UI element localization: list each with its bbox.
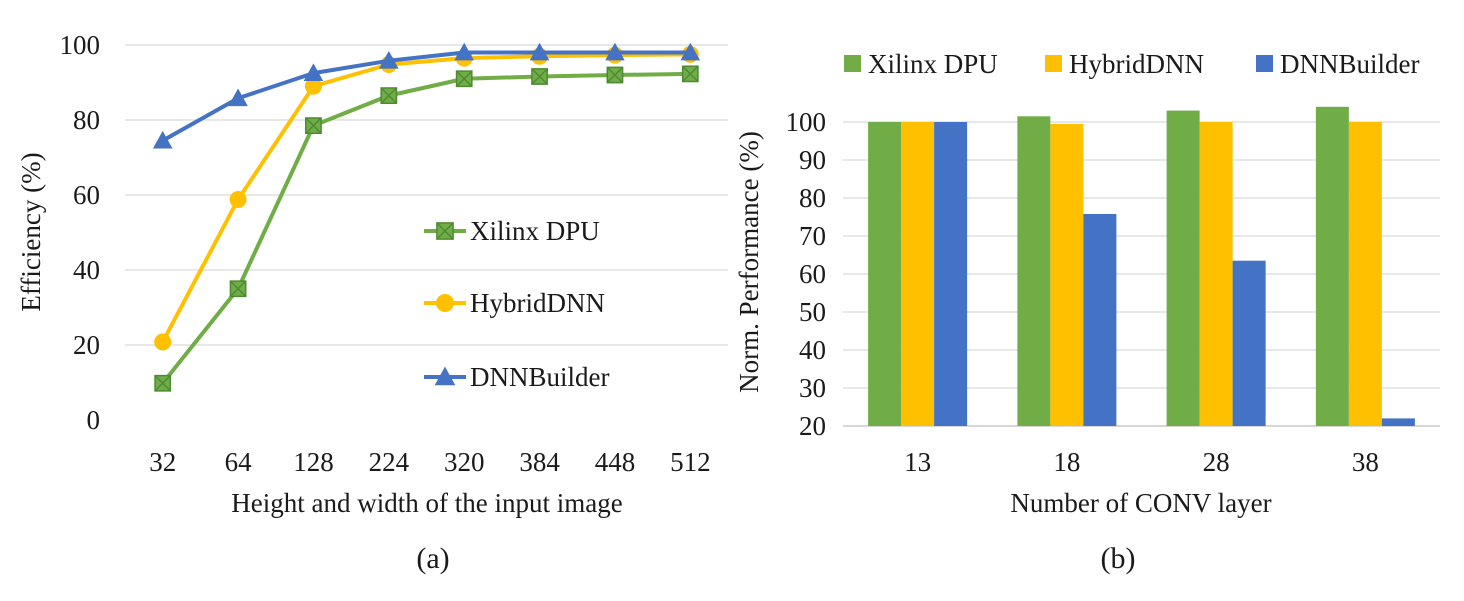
a-legend: Xilinx DPU HybridDNN DNNBuilder	[424, 216, 609, 392]
bar-xilinx-dpu	[1166, 110, 1200, 426]
legend-marker-dnnbuilder	[434, 366, 456, 386]
data-point-hybriddnn	[304, 77, 322, 95]
bar-hybriddnn	[1199, 122, 1233, 426]
b-x-tick-label: 18	[1053, 447, 1080, 477]
data-point-dnnbuilder	[454, 42, 474, 61]
data-point-xilinx-dpu	[681, 65, 699, 83]
b-y-tick-label: 50	[799, 297, 826, 327]
a-x-tick-label: 384	[519, 447, 560, 477]
b-x-tick-label: 38	[1352, 447, 1379, 477]
legend-label: DNNBuilder	[1280, 49, 1419, 79]
bar-dnnbuilder	[1083, 213, 1117, 426]
a-series-group	[152, 42, 701, 392]
b-y-tick-labels: 20 30 40 50 60 70 80 90 100	[786, 107, 827, 441]
b-x-tick-label: 28	[1203, 447, 1230, 477]
a-y-tick-label: 80	[73, 105, 100, 135]
data-point-xilinx-dpu	[305, 117, 322, 135]
legend-marker-hybriddnn	[436, 294, 454, 312]
a-y-tick-labels: 0 20 40 60 80 100	[60, 30, 101, 435]
a-y-tick-label: 60	[73, 180, 100, 210]
a-x-tick-label: 32	[149, 447, 176, 477]
legend-label: Xilinx DPU	[470, 216, 600, 246]
legend-marker-xilinx-dpu	[436, 222, 454, 240]
b-y-tick-label: 70	[799, 221, 826, 251]
legend-label: HybridDNN	[1069, 49, 1204, 79]
data-point-hybriddnn	[229, 191, 247, 208]
bar-hybriddnn	[1050, 123, 1084, 427]
data-point-dnnbuilder	[379, 50, 399, 69]
legend-label: Xilinx DPU	[868, 49, 998, 79]
data-point-dnnbuilder	[303, 63, 324, 81]
legend-swatch-hybriddnn	[1045, 55, 1062, 72]
bar-dnnbuilder	[1232, 260, 1266, 426]
b-x-tick-label: 13	[904, 447, 931, 477]
bar-dnnbuilder	[1381, 418, 1415, 426]
legend-label: DNNBuilder	[470, 362, 609, 392]
a-y-tick-label: 40	[73, 255, 100, 285]
a-x-tick-labels: 32 64 128 224 320 384 448 512	[149, 447, 710, 477]
a-gridlines	[125, 44, 728, 346]
bar-hybriddnn	[901, 122, 935, 426]
a-x-tick-label: 224	[369, 447, 410, 477]
legend-swatch-xilinx-dpu	[844, 55, 861, 72]
b-y-tick-label: 30	[799, 373, 826, 403]
b-caption: (b)	[1101, 542, 1136, 575]
a-x-tick-label: 512	[670, 447, 711, 477]
b-y-tick-label: 90	[799, 145, 826, 175]
bar-xilinx-dpu	[1315, 106, 1349, 427]
b-y-tick-label: 40	[799, 335, 826, 365]
a-y-axis-title: Efficiency (%)	[16, 152, 46, 311]
data-point-hybriddnn	[154, 333, 172, 351]
data-point-xilinx-dpu	[531, 68, 548, 85]
a-y-tick-label: 20	[73, 330, 100, 360]
a-y-tick-label: 100	[60, 30, 101, 60]
bar-xilinx-dpu	[1017, 116, 1051, 427]
data-point-xilinx-dpu	[154, 374, 172, 392]
a-x-axis-title: Height and width of the input image	[231, 488, 622, 518]
bar-dnnbuilder	[934, 122, 968, 426]
b-y-tick-label: 100	[786, 107, 827, 137]
data-point-xilinx-dpu	[606, 66, 624, 84]
a-x-tick-label: 64	[225, 447, 253, 477]
a-x-tick-label: 128	[293, 447, 334, 477]
b-x-tick-labels: 13 18 28 38	[904, 447, 1379, 477]
series-line-dnnbuilder	[161, 50, 691, 143]
data-point-dnnbuilder	[228, 88, 248, 107]
a-y-tick-label: 0	[87, 405, 101, 435]
data-point-dnnbuilder	[529, 42, 550, 61]
data-point-dnnbuilder	[605, 42, 625, 61]
data-point-dnnbuilder	[680, 42, 701, 61]
b-legend: Xilinx DPU HybridDNN DNNBuilder	[844, 49, 1419, 79]
a-caption: (a)	[416, 542, 449, 575]
legend-label: HybridDNN	[470, 288, 605, 318]
b-y-axis-title: Norm. Performance (%)	[734, 131, 764, 393]
a-x-tick-label: 448	[595, 447, 636, 477]
data-point-xilinx-dpu	[380, 87, 398, 105]
b-y-tick-label: 60	[799, 259, 826, 289]
data-point-xilinx-dpu	[455, 70, 473, 88]
b-x-axis-title: Number of CONV layer	[1010, 488, 1271, 518]
series-line-hybriddnn	[160, 52, 691, 343]
b-y-tick-label: 20	[799, 411, 826, 441]
bar-hybriddnn	[1348, 122, 1382, 426]
a-x-tick-label: 320	[444, 447, 485, 477]
b-y-tick-label: 80	[799, 183, 826, 213]
b-bars-group	[868, 106, 1415, 427]
legend-swatch-dnnbuilder	[1256, 55, 1273, 72]
data-point-xilinx-dpu	[229, 280, 247, 298]
bar-xilinx-dpu	[868, 122, 902, 426]
series-line-xilinx-dpu	[161, 71, 691, 385]
data-point-dnnbuilder	[152, 130, 173, 149]
